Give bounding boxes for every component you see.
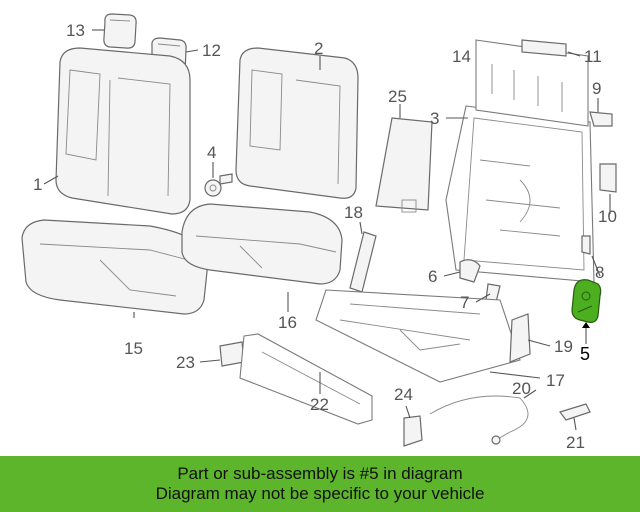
- part-11-trim: [521, 39, 567, 57]
- part-5-highlighted-cover[interactable]: [571, 279, 602, 323]
- info-banner: Part or sub-assembly is #5 in diagram Di…: [0, 456, 640, 512]
- part-23-bracket: [219, 341, 245, 367]
- callout-1: 1: [33, 175, 42, 194]
- callout-15: 15: [124, 339, 143, 358]
- part-24-bracket: [403, 415, 423, 447]
- part-2-seat-back-right: [235, 47, 359, 199]
- callout-7: 7: [460, 293, 469, 312]
- part-3-seat-back-frame: [445, 105, 595, 283]
- callout-16: 16: [278, 313, 297, 332]
- exploded-parts-diagram: 1 2 3 4 5 6 7 8 9 10 11 12 13 14 15 16 1…: [21, 13, 617, 452]
- part-19-trim: [509, 313, 531, 363]
- callout-6: 6: [428, 267, 437, 286]
- leader-lines: [43, 29, 611, 431]
- callout-9: 9: [592, 79, 601, 98]
- callout-19: 19: [554, 337, 573, 356]
- banner-line-1: Part or sub-assembly is #5 in diagram: [177, 464, 463, 483]
- part-22-rod: [239, 333, 373, 425]
- part-10-latch: [599, 163, 617, 193]
- callout-20: 20: [512, 379, 531, 398]
- part-8-bolt: [581, 235, 591, 255]
- callout-24: 24: [394, 385, 413, 404]
- callout-21: 21: [566, 433, 585, 452]
- callout-4: 4: [207, 143, 216, 162]
- callout-labels: 1 2 3 4 5 6 7 8 9 10 11 12 13 14 15 16 1…: [33, 21, 617, 452]
- part-18-bracket: [349, 231, 377, 293]
- part-15-seat-cushion: [21, 219, 209, 315]
- part-20-cable: [429, 395, 529, 445]
- part-25-back-panel: [375, 117, 433, 213]
- callout-2: 2: [314, 39, 323, 58]
- part-16-seat-cushion: [181, 203, 343, 285]
- callout-17: 17: [546, 371, 565, 390]
- callout-12: 12: [202, 41, 221, 60]
- callout-14: 14: [452, 47, 471, 66]
- callout-5: 5: [580, 344, 590, 364]
- banner-line-2: Diagram may not be specific to your vehi…: [155, 484, 485, 503]
- callout-3: 3: [430, 109, 439, 128]
- callout-13: 13: [66, 21, 85, 40]
- callout-11: 11: [584, 47, 602, 66]
- part-13-headrest: [103, 13, 137, 49]
- part-6-clip: [459, 259, 481, 283]
- callout-23: 23: [176, 353, 195, 372]
- part-9-bracket: [589, 111, 613, 127]
- callout-18: 18: [344, 203, 363, 222]
- part-21-handle: [559, 403, 591, 421]
- callout-8: 8: [595, 263, 604, 282]
- part-17-seat-frame: [315, 289, 521, 383]
- callout-25: 25: [388, 87, 407, 106]
- callout-22: 22: [310, 395, 329, 414]
- part-4-buckle: [204, 173, 233, 197]
- callout-10: 10: [598, 207, 617, 226]
- part-1-seat-back-left: [55, 47, 191, 215]
